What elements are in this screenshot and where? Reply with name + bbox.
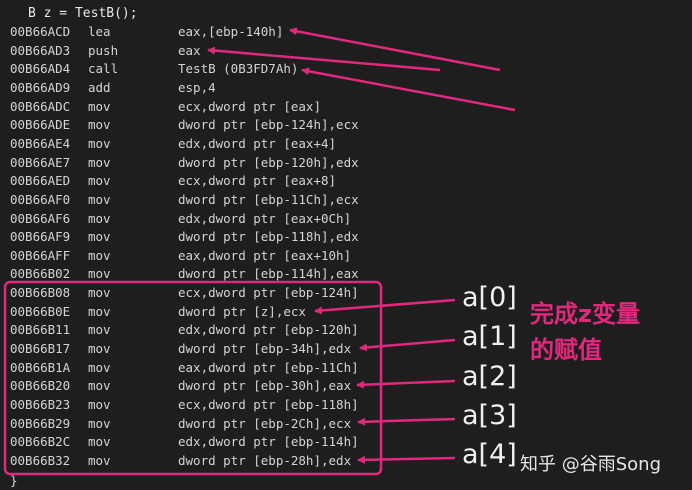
asm-mnemonic: mov [88, 285, 111, 301]
asm-address: 00B66B29 [10, 415, 71, 431]
arrow-a3 [357, 417, 456, 426]
asm-mnemonic: mov [88, 322, 111, 338]
asm-operands: dword ptr [ebp-28h],edx [178, 452, 352, 468]
label-a3: a[3] [462, 400, 517, 431]
asm-operands: edx,dword ptr [ebp-120h] [178, 322, 359, 338]
asm-address: 00B66AD9 [10, 79, 71, 95]
asm-operands: eax,[ebp-140h] [178, 24, 284, 39]
arrow-lea [289, 27, 501, 72]
asm-address: 00B66B17 [10, 341, 71, 357]
label-a0: a[0] [462, 282, 517, 313]
asm-operands: dword ptr [ebp-124h],ecx [178, 117, 359, 133]
asm-operands: edx,dword ptr [ebp-114h] [178, 434, 359, 450]
asm-address: 00B66AF0 [10, 191, 71, 207]
asm-address: 00B66AE4 [10, 135, 71, 151]
asm-operands: dword ptr [ebp-34h],edx [178, 341, 352, 357]
asm-mnemonic: mov [88, 173, 111, 189]
asm-operands: dword ptr [z],ecx [178, 303, 306, 319]
arrow-call [301, 67, 516, 112]
asm-mnemonic: mov [88, 117, 111, 133]
asm-address: 00B66AE7 [10, 154, 71, 170]
asm-mnemonic: call [88, 61, 119, 77]
asm-address: 00B66AD3 [10, 42, 71, 58]
note-assign-z: 完成z变量 的赋值 [530, 300, 640, 364]
asm-mnemonic: mov [88, 303, 111, 319]
asm-operands: dword ptr [ebp-120h],edx [178, 154, 359, 170]
asm-address: 00B66ADE [10, 117, 71, 133]
asm-mnemonic: push [88, 42, 119, 58]
asm-address: 00B66B20 [10, 378, 71, 394]
asm-operands: ecx,dword ptr [eax+8] [178, 173, 337, 189]
asm-mnemonic: mov [88, 452, 111, 468]
asm-mnemonic: mov [88, 135, 111, 151]
asm-mnemonic: add [88, 79, 111, 95]
asm-mnemonic: mov [88, 397, 111, 412]
asm-operands: esp,4 [178, 79, 216, 95]
asm-operands: ecx,dword ptr [eax] [178, 98, 321, 114]
asm-mnemonic: mov [88, 434, 111, 450]
asm-mnemonic: mov [88, 98, 111, 114]
asm-operands: dword ptr [ebp-11Ch],ecx [178, 191, 359, 207]
asm-mnemonic: mov [88, 415, 111, 431]
highlight-box [3, 280, 383, 476]
asm-operands: ecx,dword ptr [ebp-118h] [178, 397, 359, 412]
asm-operands: ecx,dword ptr [ebp-124h] [178, 285, 359, 301]
asm-mnemonic: mov [88, 247, 111, 263]
asm-address: 00B66B02 [10, 266, 71, 282]
label-a2: a[2] [462, 361, 517, 392]
asm-operands: dword ptr [ebp-114h],eax [178, 266, 359, 282]
arrow-a4 [357, 455, 456, 464]
asm-address: 00B66B23 [10, 397, 71, 412]
asm-mnemonic: lea [88, 24, 111, 39]
arrow-a0 [314, 298, 456, 315]
asm-mnemonic: mov [88, 378, 111, 394]
asm-address: 00B66B11 [10, 322, 71, 338]
asm-address: 00B66ADC [10, 98, 71, 114]
asm-operands: dword ptr [ebp-118h],edx [178, 229, 359, 245]
asm-mnemonic: mov [88, 359, 111, 375]
arrow-a1 [359, 338, 456, 352]
asm-address: 00B66B32 [10, 452, 71, 468]
arrow-push [207, 46, 441, 72]
label-a1: a[1] [462, 321, 517, 352]
watermark: 知乎 @谷雨Song [520, 454, 661, 475]
asm-operands: dword ptr [ebp-30h],eax [178, 378, 352, 394]
asm-address: 00B66AFF [10, 247, 71, 263]
asm-operands: edx,dword ptr [eax+4] [178, 135, 337, 151]
asm-address: 00B66B2C [10, 434, 71, 450]
label-a4: a[4] [462, 439, 517, 470]
asm-address: 00B66B08 [10, 285, 71, 301]
asm-address: 00B66B0E [10, 303, 71, 319]
asm-address: 00B66AF6 [10, 210, 71, 226]
asm-mnemonic: mov [88, 154, 111, 170]
asm-mnemonic: mov [88, 266, 111, 282]
arrow-a2 [356, 379, 456, 389]
asm-operands: eax [178, 42, 201, 58]
asm-operands: eax,dword ptr [eax+10h] [178, 247, 352, 263]
asm-mnemonic: mov [88, 210, 111, 226]
source-line: B z = TestB(); [28, 6, 138, 21]
asm-mnemonic: mov [88, 229, 111, 245]
asm-operands: TestB (0B3FD7Ah) [178, 61, 299, 77]
asm-mnemonic: mov [88, 191, 111, 207]
asm-operands: edx,dword ptr [eax+0Ch] [178, 210, 352, 226]
asm-address: 00B66B1A [10, 359, 71, 375]
asm-mnemonic: mov [88, 341, 111, 357]
asm-address: 00B66ACD [10, 24, 71, 39]
asm-address: 00B66AF9 [10, 229, 71, 245]
asm-address: 00B66AD4 [10, 61, 71, 77]
closing-brace: } [10, 473, 18, 488]
asm-operands: eax,dword ptr [ebp-11Ch] [178, 359, 359, 375]
asm-address: 00B66AED [10, 173, 71, 189]
asm-operands: dword ptr [ebp-2Ch],ecx [178, 415, 352, 431]
